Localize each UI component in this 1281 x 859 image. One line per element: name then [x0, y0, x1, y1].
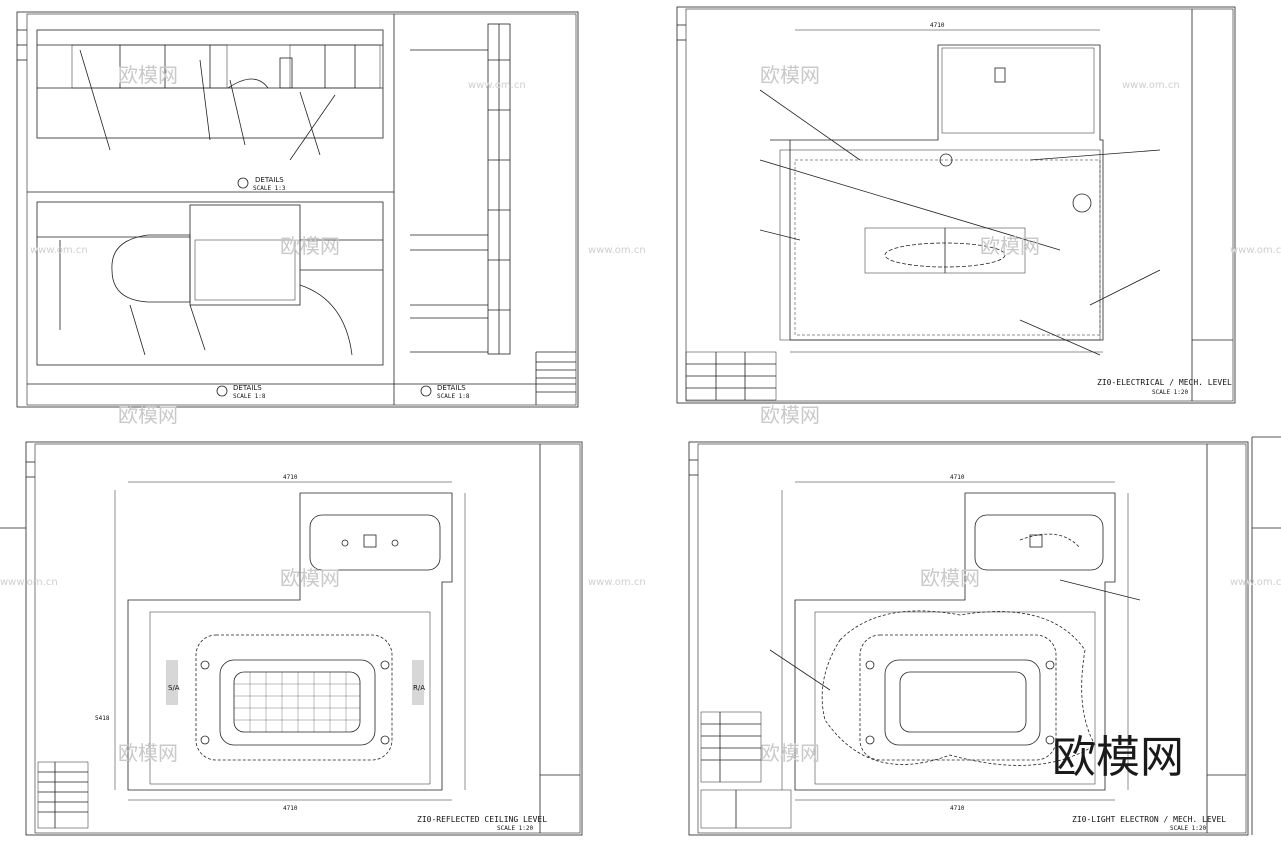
sheet-electrical — [676, 6, 1236, 404]
detail-b-label: DETAILS — [233, 384, 262, 392]
watermark-text: 欧模网 — [980, 234, 1040, 258]
watermark-text: 欧模网 — [760, 741, 820, 765]
watermark-text: 欧模网 — [280, 566, 340, 590]
ceiling-top-dim: 4710 — [283, 474, 298, 481]
watermark-url: www.om.cn — [0, 577, 58, 588]
electrical-scale: SCALE 1:20 — [1152, 389, 1189, 396]
ceiling-scale: SCALE 1:20 — [497, 825, 534, 832]
electrical-top-dim: 4710 — [930, 22, 945, 29]
watermark-url: www.om.cn — [588, 245, 646, 256]
watermark-text: 欧模网 — [280, 234, 340, 258]
light-title: ZI0-LIGHT ELECTRON / MECH. LEVEL — [1072, 815, 1226, 824]
ceiling-title: ZI0-REFLECTED CEILING LEVEL — [417, 815, 547, 824]
watermark-text: 欧模网 — [118, 403, 178, 427]
ceiling-left-dim: 5418 — [95, 715, 110, 722]
watermark-text: 欧模网 — [760, 63, 820, 87]
detail-b-scale: SCALE 1:8 — [233, 393, 266, 400]
watermark-url: www.om.cn — [468, 80, 526, 91]
watermark-text: 欧模网 — [760, 403, 820, 427]
watermark-url: www.om.cn — [588, 577, 646, 588]
sheet-light — [688, 436, 1281, 836]
watermarks: 欧模网 www.om.cn 欧模网 www.om.cn www.om.cn 欧模… — [0, 63, 1281, 765]
electrical-title: ZI0-ELECTRICAL / MECH. LEVEL — [1097, 378, 1232, 387]
watermark-text: 欧模网 — [920, 566, 980, 590]
detail-c-label: DETAILS — [437, 384, 466, 392]
ra-label: R/A — [413, 684, 425, 692]
detail-a-label: DETAILS — [255, 176, 284, 184]
detail-a-scale: SCALE 1:3 — [253, 185, 286, 192]
watermark-text: 欧模网 — [118, 63, 178, 87]
sheet-details — [16, 11, 579, 408]
sheet-ceiling — [0, 441, 583, 836]
watermark-url: www.om.cn — [1230, 245, 1281, 256]
watermark-url: www.om.cn — [1230, 577, 1281, 588]
watermark-text: 欧模网 — [118, 741, 178, 765]
light-scale: SCALE 1:20 — [1170, 825, 1207, 832]
watermark-url: www.om.cn — [1122, 80, 1180, 91]
light-bottom-dim: 4710 — [950, 805, 965, 812]
brand-logo: 欧模网 — [1052, 732, 1184, 783]
detail-c-scale: SCALE 1:8 — [437, 393, 470, 400]
watermark-url: www.om.cn — [30, 245, 88, 256]
sa-label: S/A — [168, 684, 180, 692]
ceiling-bottom-dim: 4710 — [283, 805, 298, 812]
light-top-dim: 4710 — [950, 474, 965, 481]
